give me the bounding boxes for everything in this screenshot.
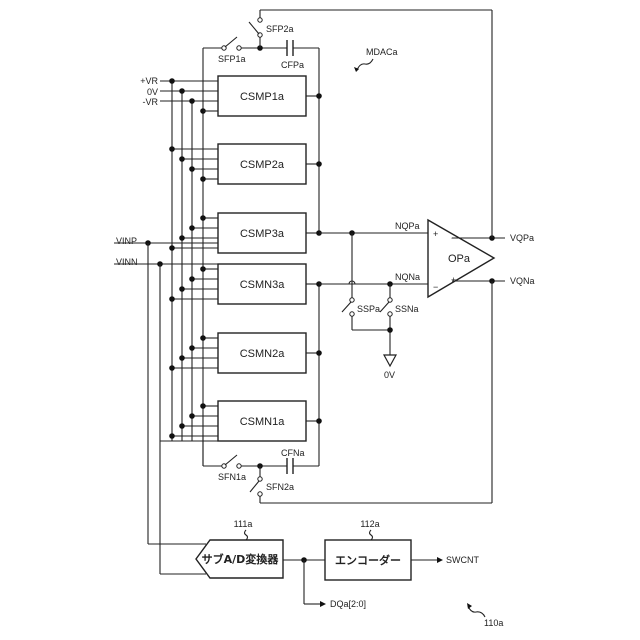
- junction-dot: [200, 266, 206, 272]
- junction-dot: [179, 235, 185, 241]
- block-csmn1a: CSMN1a: [218, 401, 306, 441]
- switch-sfp2a: [249, 22, 259, 34]
- junction-dot: [189, 166, 195, 172]
- adc-ref-leader: [245, 530, 248, 540]
- label-ssna: SSNa: [395, 304, 419, 314]
- ref-label-plus-vr: +VR: [140, 76, 158, 86]
- junction-dot: [189, 276, 195, 282]
- block-label: CSMP1a: [240, 91, 285, 103]
- junction-dot: [179, 286, 185, 292]
- junction-dot: [200, 335, 206, 341]
- junction-dot: [189, 98, 195, 104]
- ground-label: 0V: [384, 370, 395, 380]
- node-label-nqna: NQNa: [395, 272, 420, 282]
- junction-dot: [200, 403, 206, 409]
- switch-sfp1a: [225, 37, 237, 47]
- junction-dot: [200, 215, 206, 221]
- node-label-nqpa: NQPa: [395, 221, 420, 231]
- switch-sspa: [342, 302, 351, 312]
- junction-dot: [169, 245, 175, 251]
- encoder-ref: 112a: [360, 519, 379, 529]
- adc-label: サブA/D変換器: [202, 552, 280, 566]
- junction-dot: [179, 355, 185, 361]
- block-label: CSMN3a: [240, 279, 286, 291]
- block-csmp2a: CSMP2a: [218, 144, 306, 184]
- label-sfp1a: SFP1a: [218, 54, 246, 64]
- ref-squiggle-icon: [357, 59, 373, 70]
- arrow-icon: [320, 601, 326, 607]
- junction-dot: [169, 146, 175, 152]
- ref-label-minus-vr: -VR: [143, 97, 159, 107]
- junction-dot: [189, 225, 195, 231]
- opamp-in-minus: −: [433, 282, 438, 292]
- block-label: CSMP3a: [240, 228, 285, 240]
- junction-dot: [169, 433, 175, 439]
- junction-dot: [179, 88, 185, 94]
- control-output-label: SWCNT: [446, 555, 479, 565]
- adc-ref: 111a: [234, 519, 253, 529]
- block-csmn2a: CSMN2a: [218, 333, 306, 373]
- block-csmn3a: CSMN3a: [218, 264, 306, 304]
- label-cfpa: CFPa: [281, 60, 304, 70]
- opamp-opa: OPa + − − + NQPa NQNa VQPa VQNa: [395, 10, 535, 503]
- opamp-label: OPa: [448, 253, 471, 265]
- arrow-icon: [437, 557, 443, 563]
- junction-dot: [200, 176, 206, 182]
- ref-label-0v: 0V: [147, 87, 158, 97]
- junction-dot: [179, 423, 185, 429]
- block-label: CSMN2a: [240, 348, 286, 360]
- junction-dot: [169, 78, 175, 84]
- short-switch-network: SSPa SSNa 0V: [342, 230, 419, 380]
- encoder-block: エンコーダー 112a: [325, 519, 411, 580]
- label-cfna: CFNa: [281, 448, 305, 458]
- p-side-collector: [306, 48, 428, 236]
- block-label: CSMP2a: [240, 159, 285, 171]
- input-label-vinn: VINN: [116, 257, 138, 267]
- label-sspa: SSPa: [357, 304, 380, 314]
- switch-ssna: [380, 302, 389, 312]
- ref-squiggle-icon: [468, 606, 485, 617]
- encoder-label: エンコーダー: [335, 553, 401, 567]
- junction-dot: [169, 365, 175, 371]
- figure-ref-label: 110a: [484, 618, 503, 628]
- block-label: CSMN1a: [240, 416, 286, 428]
- switch-sfn2a: [250, 481, 259, 492]
- digital-output-label: DQa[2:0]: [330, 599, 366, 609]
- output-label-vqna: VQNa: [510, 276, 535, 286]
- bus-wires: [114, 78, 218, 466]
- switch-sfn1a: [225, 455, 237, 465]
- junction-dot: [189, 413, 195, 419]
- opamp-out-plus: +: [451, 275, 456, 285]
- feedback-n-network: SFN1a SFN2a CFNa: [203, 435, 492, 503]
- junction-dot: [169, 296, 175, 302]
- block-csmp3a: CSMP3a: [218, 213, 306, 253]
- output-label-vqpa: VQPa: [510, 233, 534, 243]
- input-label-vinp: VINP: [116, 236, 137, 246]
- encoder-ref-leader: [370, 530, 373, 540]
- junction-dot: [189, 345, 195, 351]
- block-csmp1a: CSMP1a: [218, 76, 306, 116]
- mdac-ref-label: MDACa: [366, 47, 398, 57]
- label-sfn1a: SFN1a: [218, 472, 246, 482]
- label-sfp2a: SFP2a: [266, 24, 294, 34]
- label-sfn2a: SFN2a: [266, 482, 294, 492]
- ground-icon: [384, 355, 396, 366]
- junction-dot: [179, 156, 185, 162]
- opamp-in-plus: +: [433, 229, 438, 239]
